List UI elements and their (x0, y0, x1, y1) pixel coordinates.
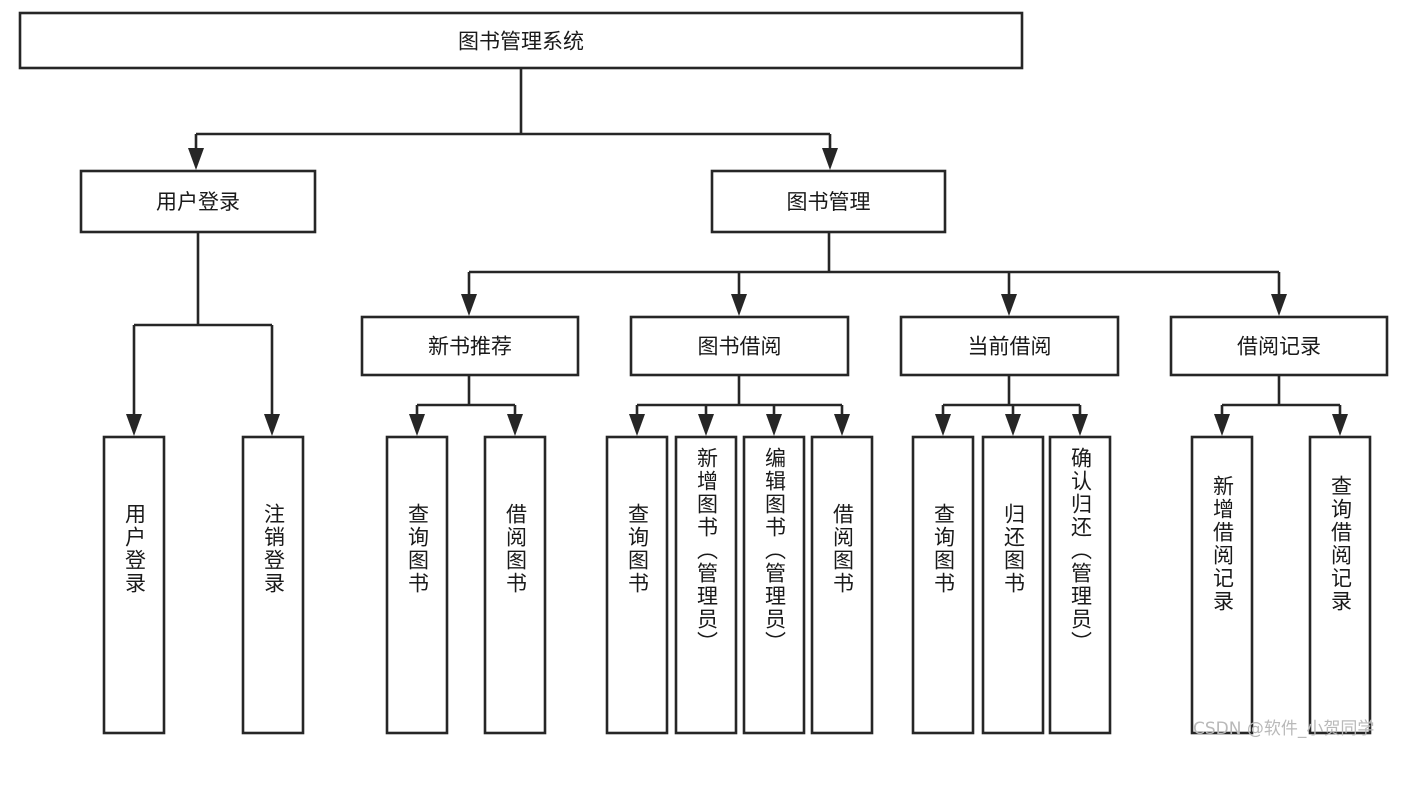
arrowhead-leaf-11 (1072, 414, 1088, 436)
arrowhead-leaf-5 (629, 414, 645, 436)
arrowhead-record (1271, 294, 1287, 316)
node-box-leaf-return-book[interactable] (981, 435, 1045, 735)
flowchart-svg: 图书管理系统 用户登录 图书管理 新书推荐 图书借阅 当前借阅 借阅记录 (18, 11, 1389, 735)
node-box-leaf-add-book-admin[interactable] (674, 435, 738, 735)
node-box-leaf-add-borrow-record[interactable] (1190, 435, 1254, 735)
node-box-current-borrow[interactable] (899, 315, 1120, 377)
node-box-leaf-query-book-2[interactable] (605, 435, 669, 735)
arrowhead-leaf-6 (698, 414, 714, 436)
node-box-user-login[interactable] (79, 169, 317, 234)
node-label-root: 图书管理系统 (458, 30, 584, 54)
arrowhead-leaf-12 (1214, 414, 1230, 436)
arrowhead-newbook (461, 294, 477, 316)
node-box-leaf-user-login[interactable] (102, 435, 166, 735)
node-label-book-management: 图书管理 (787, 190, 871, 214)
node-box-leaf-query-borrow-record[interactable] (1308, 435, 1372, 735)
arrowhead-leaf-8 (834, 414, 850, 436)
node-box-root[interactable] (18, 11, 1024, 70)
arrowhead-user-login (188, 148, 204, 170)
flowchart-canvas: 图书管理系统 用户登录 图书管理 新书推荐 图书借阅 当前借阅 借阅记录 (18, 11, 1389, 739)
arrowhead-current (1001, 294, 1017, 316)
arrowhead-leaf-7 (766, 414, 782, 436)
node-box-leaf-query-book-1[interactable] (385, 435, 449, 735)
arrowhead-leaf-10 (1005, 414, 1021, 436)
arrowhead-leaf-4 (507, 414, 523, 436)
node-box-leaf-confirm-return-admin[interactable] (1048, 435, 1112, 735)
node-box-leaf-logout[interactable] (241, 435, 305, 735)
node-box-leaf-borrow-book-2[interactable] (810, 435, 874, 735)
node-box-leaf-borrow-book-1[interactable] (483, 435, 547, 735)
node-label-new-book-recommend: 新书推荐 (428, 335, 512, 359)
node-label-book-borrow: 图书借阅 (698, 335, 782, 359)
arrowhead-borrow (731, 294, 747, 316)
arrowhead-leaf-9 (935, 414, 951, 436)
node-label-borrow-record: 借阅记录 (1237, 335, 1321, 359)
node-box-leaf-query-book-3[interactable] (911, 435, 975, 735)
arrowhead-book-mgmt (822, 148, 838, 170)
arrowhead-leaf-3 (409, 414, 425, 436)
node-label-current-borrow: 当前借阅 (968, 335, 1052, 359)
node-box-new-book-recommend[interactable] (360, 315, 580, 377)
node-label-user-login: 用户登录 (156, 190, 240, 214)
connector-layer (126, 68, 1348, 436)
node-layer: 图书管理系统 用户登录 图书管理 新书推荐 图书借阅 当前借阅 借阅记录 (18, 11, 1389, 735)
node-box-borrow-record[interactable] (1169, 315, 1389, 377)
arrowhead-leaf-13 (1332, 414, 1348, 436)
arrowhead-leaf-1 (126, 414, 142, 436)
node-box-book-management[interactable] (710, 169, 947, 234)
node-box-book-borrow[interactable] (629, 315, 850, 377)
arrowhead-leaf-2 (264, 414, 280, 436)
node-box-leaf-edit-book-admin[interactable] (742, 435, 806, 735)
